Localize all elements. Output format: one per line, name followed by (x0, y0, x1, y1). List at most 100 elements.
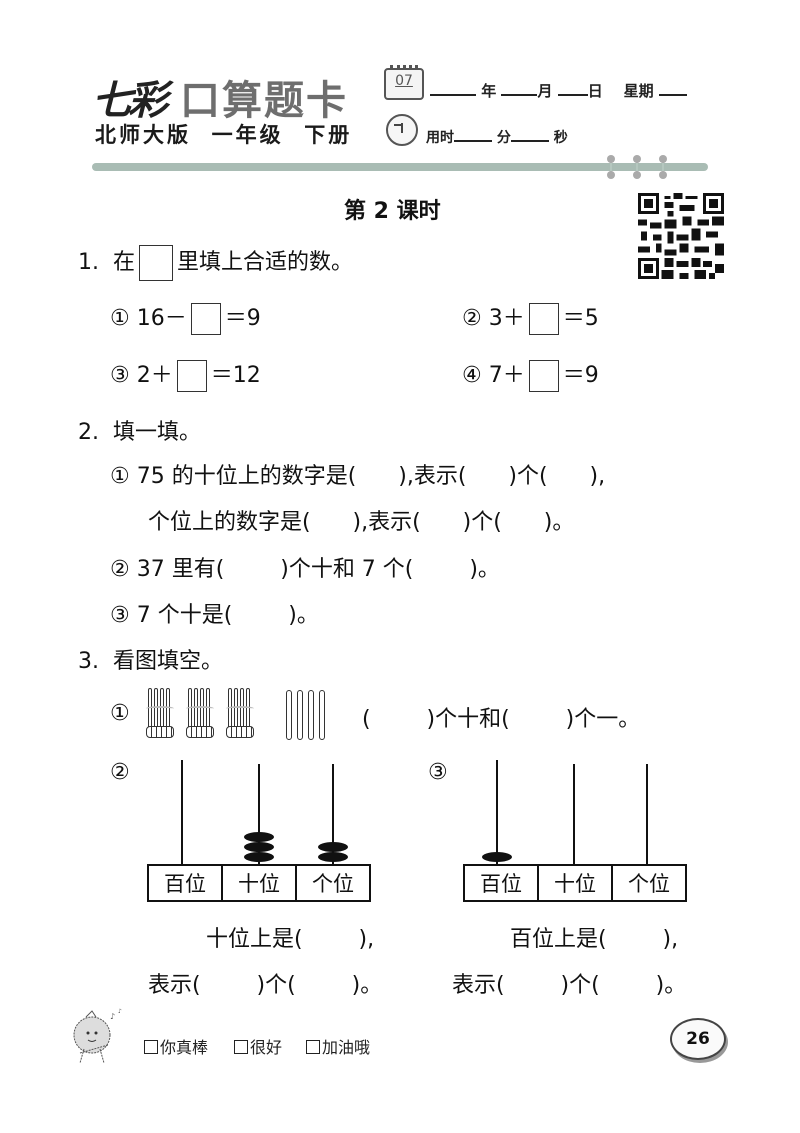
q1-item-1-answer-box[interactable] (190, 303, 221, 335)
rating-label: 加油哦 (322, 1038, 371, 1057)
seconds-label: 秒 (553, 130, 568, 146)
minutes-blank[interactable] (454, 126, 492, 142)
q3-item-2-line-2[interactable]: 表示( )个( )。 (148, 973, 383, 998)
q1-item-4-marker: ④ (462, 363, 482, 388)
q1-item-4-answer-box[interactable] (528, 360, 559, 392)
q1-item-3-expression: 2＋ (129, 363, 173, 388)
divider-pin-icon (659, 155, 667, 179)
svg-text:♪: ♪ (110, 1012, 115, 1021)
day-blank[interactable] (557, 80, 588, 96)
q1-item-4-expression: 7＋ (481, 363, 525, 388)
month-label: 月 (537, 82, 553, 100)
stick-bundle-icon (186, 688, 214, 738)
weekday-blank[interactable] (658, 80, 687, 96)
q1-item-1-result: ＝9 (224, 306, 261, 331)
checkbox-icon[interactable] (306, 1040, 320, 1054)
logo-title: 口算题卡 (180, 78, 348, 124)
time-used-fields: 用时 分 秒 (426, 126, 568, 147)
year-blank[interactable] (430, 80, 476, 96)
q1-item-3-marker: ③ (110, 363, 130, 388)
volume-label: 下册 (304, 123, 353, 147)
q2-item-2[interactable]: ② 37 里有( )个十和 7 个( )。 (110, 557, 500, 582)
q1-item-2-result: ＝5 (562, 306, 599, 331)
minutes-label: 分 (496, 130, 511, 146)
tens-label: 十位 (223, 866, 297, 900)
rating-option-great[interactable]: 你真棒 (144, 1034, 208, 1058)
logo-qicai: 七彩 (92, 77, 168, 124)
rating-label: 你真棒 (160, 1038, 209, 1057)
q1-item-3-result: ＝12 (210, 363, 261, 388)
counting-sticks (146, 688, 346, 744)
tens-label: 十位 (539, 866, 613, 900)
q3-item-3-line-2[interactable]: 表示( )个( )。 (452, 973, 687, 998)
q1-title-rest: 里填上合适的数。 (176, 250, 353, 275)
single-stick-icon (319, 690, 325, 740)
day-label: 日 (587, 82, 603, 100)
bead-icon (318, 842, 348, 852)
seconds-blank[interactable] (510, 126, 549, 142)
mascot-icon: ♪♪ (73, 1008, 122, 1064)
calendar-icon-number: 07 (395, 73, 413, 89)
bead-icon (244, 842, 274, 852)
header-divider (92, 155, 708, 179)
q3-title: 3. 看图填空。 (78, 649, 223, 674)
q1-item-2: ② 3＋＝5 (462, 300, 599, 335)
q1-item-4-result: ＝9 (562, 363, 599, 388)
calendar-icon: 07 (384, 65, 424, 100)
q3-item-2-marker: ② (110, 760, 130, 785)
q1-item-4: ④ 7＋ ＝9 (462, 357, 599, 392)
bead-icon (244, 852, 274, 862)
abacus-3: 百位 十位 个位 (463, 760, 687, 902)
q1-item-2-answer-box[interactable] (528, 303, 559, 335)
rating-option-keep-going[interactable]: 加油哦 (306, 1034, 370, 1058)
weekday-label: 星期 (623, 82, 654, 100)
q2-item-1-line-2[interactable]: 个位上的数字是( ),表示( )个( )。 (148, 510, 575, 535)
page-number: 26 (670, 1018, 726, 1060)
abacus-2: 百位 十位 个位 (147, 760, 371, 902)
stick-bundle-icon (146, 688, 174, 738)
hundreds-label: 百位 (465, 866, 539, 900)
grade-label: 一年级 (211, 123, 284, 147)
subtitle: 北师大版 一年级 下册 (95, 119, 352, 149)
example-box (138, 245, 173, 281)
date-fields: 年 月 日 星期 (430, 80, 687, 101)
year-label: 年 (481, 82, 497, 100)
q1-title: 1. 在 里填上合适的数。 (78, 244, 353, 281)
q3-item-3-line-1[interactable]: 百位上是( ), (510, 927, 679, 952)
checkbox-icon[interactable] (234, 1040, 248, 1054)
ones-rod (646, 764, 648, 864)
ones-label: 个位 (312, 872, 354, 896)
q1-title-start: 1. 在 (78, 250, 135, 275)
rating-option-good[interactable]: 很好 (234, 1034, 282, 1058)
svg-text:♪: ♪ (118, 1008, 122, 1015)
bead-icon (482, 852, 512, 862)
tens-rod (258, 764, 260, 864)
qr-code-icon[interactable] (638, 193, 724, 279)
q1-item-2-marker: ② (462, 306, 482, 331)
checkbox-icon[interactable] (144, 1040, 158, 1054)
q2-item-1-line-1[interactable]: ① 75 的十位上的数字是( ),表示( )个( ), (110, 464, 606, 489)
ones-rod (332, 764, 334, 864)
q2-item-3[interactable]: ③ 7 个十是( )。 (110, 603, 319, 628)
bead-icon (244, 832, 274, 842)
q1-item-3-answer-box[interactable] (176, 360, 207, 392)
edition-label: 北师大版 (95, 123, 191, 147)
q1-item-3: ③ 2＋ ＝12 (110, 357, 261, 392)
tens-rod (573, 764, 575, 864)
time-used-label: 用时 (426, 130, 454, 146)
lesson-title: 第 2 课时 (344, 199, 441, 224)
divider-pin-icon (607, 155, 615, 179)
q3-item-3-marker: ③ (428, 760, 448, 785)
single-stick-icon (297, 690, 303, 740)
bead-icon (318, 852, 348, 862)
ones-label: 个位 (628, 872, 670, 896)
q3-item-1-marker: ① (110, 701, 130, 726)
q3-item-1-text[interactable]: ( )个十和( )个一。 (362, 707, 641, 732)
month-blank[interactable] (501, 80, 538, 96)
hundreds-rod (496, 760, 498, 864)
q1-item-1: ① 16－＝9 (110, 300, 261, 335)
q2-title: 2. 填一填。 (78, 420, 201, 445)
q3-item-2-line-1[interactable]: 十位上是( ), (206, 927, 375, 952)
stick-bundle-icon (226, 688, 254, 738)
q1-item-1-marker: ① (110, 306, 130, 331)
